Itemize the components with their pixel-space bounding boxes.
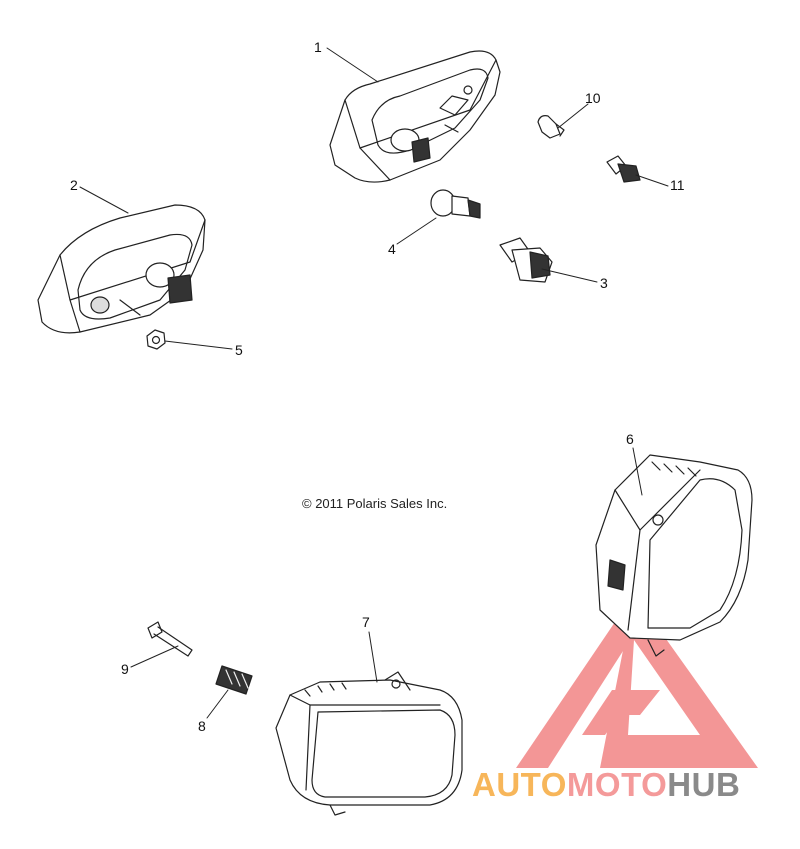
callout-1: 1 [314, 39, 322, 55]
part-4-bulb [430, 189, 481, 219]
callout-7: 7 [362, 614, 370, 630]
callout-10: 10 [585, 90, 601, 106]
part-5-nut [146, 329, 166, 350]
watermark-hub: HUB [667, 766, 741, 803]
watermark-auto: AUTO [472, 766, 567, 803]
part-8-spacer [215, 665, 253, 695]
part-9-bolt [147, 621, 193, 657]
callout-3: 3 [600, 275, 608, 291]
part-3-socket [499, 237, 553, 283]
part-11-small-socket [606, 155, 641, 183]
leader-lines [79, 47, 669, 719]
copyright-notice: © 2011 Polaris Sales Inc. [302, 496, 448, 511]
callout-6: 6 [626, 431, 634, 447]
part-10-small-bulb [537, 115, 565, 139]
callout-11: 11 [670, 177, 685, 193]
callout-2: 2 [70, 177, 78, 193]
part-6-headlight [595, 454, 753, 657]
part-7-headlight [275, 671, 463, 816]
callout-4: 4 [388, 241, 396, 257]
callout-5: 5 [235, 342, 243, 358]
watermark-logo-text: AUTOMOTOHUB [472, 766, 740, 804]
part-2-tail-light [37, 204, 206, 334]
part-1-tail-light [329, 50, 501, 183]
callout-9: 9 [121, 661, 129, 677]
callout-8: 8 [198, 718, 206, 734]
watermark-moto: MOTO [566, 766, 668, 803]
